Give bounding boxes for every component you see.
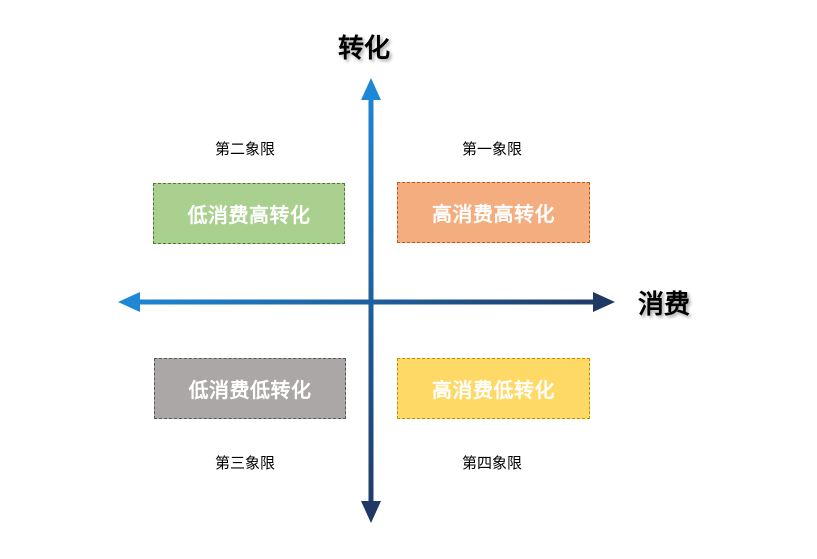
quadrant-4-box: 高消费低转化 xyxy=(397,358,590,419)
y-axis-bottom-arrow xyxy=(361,501,381,523)
quadrant-1-box: 高消费高转化 xyxy=(397,182,590,243)
quadrant-1-box-text: 高消费高转化 xyxy=(432,202,555,226)
x-axis-right-arrow xyxy=(593,292,615,312)
y-axis xyxy=(361,78,381,523)
quadrant-2-label: 第二象限 xyxy=(214,140,275,158)
quadrant-4-label: 第四象限 xyxy=(461,454,522,472)
quadrant-3-box: 低消费低转化 xyxy=(154,358,346,419)
quadrant-3-box-text: 低消费低转化 xyxy=(188,378,312,402)
y-axis-title: 转化 xyxy=(338,34,391,64)
x-axis-title: 消费 xyxy=(638,290,691,320)
quadrant-3-label: 第三象限 xyxy=(214,454,275,472)
x-axis xyxy=(118,292,615,312)
quadrant-2-box: 低消费高转化 xyxy=(153,183,345,244)
quadrant-1-label: 第一象限 xyxy=(461,140,522,158)
x-axis-left-arrow xyxy=(118,292,140,312)
y-axis-top-arrow xyxy=(361,78,381,100)
quadrant-4-box-text: 高消费低转化 xyxy=(432,378,555,402)
quadrant-2-box-text: 低消费高转化 xyxy=(187,203,311,227)
